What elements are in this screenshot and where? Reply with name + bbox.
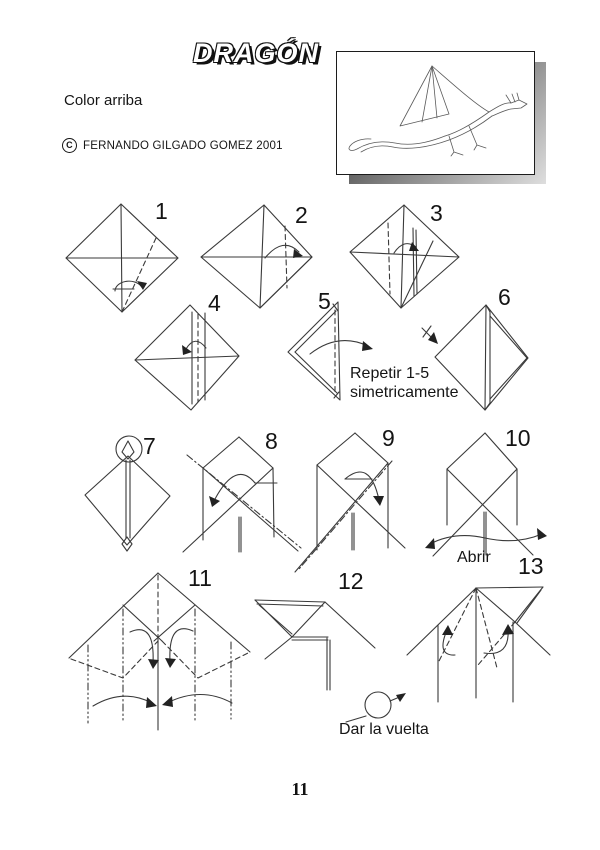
step-4-number: 4 xyxy=(208,290,221,316)
step-9 xyxy=(294,428,420,578)
step-1 xyxy=(55,196,200,321)
step-12-diagram xyxy=(254,599,376,691)
copyright-text: FERNANDO GILGADO GOMEZ 2001 xyxy=(83,139,283,152)
step-5-diagram xyxy=(287,301,373,401)
step-10-diagram xyxy=(425,432,547,557)
repeat-caption-line2: simetricamente xyxy=(350,384,459,401)
arrowhead xyxy=(428,332,438,344)
step-6-number: 6 xyxy=(498,284,511,310)
fold-arrow xyxy=(114,280,142,292)
open-caption: Abrir xyxy=(457,549,491,566)
preview-box xyxy=(336,51,535,175)
step-13 xyxy=(398,558,573,713)
fold-arrow xyxy=(185,340,207,350)
step-13-diagram xyxy=(406,586,551,703)
arrowhead xyxy=(209,496,220,507)
step-3 xyxy=(340,196,470,321)
step-13-number: 13 xyxy=(518,553,544,579)
step-11-number: 11 xyxy=(188,565,212,591)
step-7-diagram xyxy=(84,435,171,552)
step-7 xyxy=(75,430,195,555)
step-5-number: 5 xyxy=(318,288,331,314)
step-2 xyxy=(195,196,330,321)
arrowhead xyxy=(137,281,147,290)
arrowhead xyxy=(182,345,192,355)
arrowhead xyxy=(148,659,159,669)
step-11-diagram xyxy=(68,572,251,731)
arrowhead xyxy=(162,696,173,707)
step-4 xyxy=(125,292,255,422)
copyright-line: C FERNANDO GILGADO GOMEZ 2001 xyxy=(62,138,283,153)
step-2-diagram xyxy=(200,204,313,309)
copyright-icon: C xyxy=(62,138,77,153)
step-12-number: 12 xyxy=(338,568,364,594)
arrowhead xyxy=(442,625,453,635)
fold-arrow xyxy=(169,628,194,663)
color-note: Color arriba xyxy=(64,92,143,109)
fold-arrow xyxy=(214,473,256,500)
step-9-diagram xyxy=(294,432,406,573)
step-6-diagram xyxy=(421,304,529,411)
step-10 xyxy=(420,428,570,573)
dragon-preview-drawing xyxy=(348,65,528,157)
turn-over-caption: Dar la vuelta xyxy=(339,721,429,738)
arrowhead xyxy=(409,242,419,251)
step-8 xyxy=(178,432,308,567)
fold-arrow xyxy=(92,695,153,707)
page-title: DRAGÓN xyxy=(193,38,319,68)
open-arrow xyxy=(429,533,543,545)
step-10-number: 10 xyxy=(505,425,531,451)
step-8-diagram xyxy=(182,436,302,553)
step-6 xyxy=(420,290,545,420)
fold-arrow xyxy=(344,471,380,501)
fold-arrow xyxy=(166,694,233,704)
arrowhead xyxy=(293,249,303,258)
fold-arrow xyxy=(264,244,300,259)
step-2-number: 2 xyxy=(295,202,308,228)
step-1-number: 1 xyxy=(155,198,168,224)
repeat-caption: Repetir 1-5 simetricamente xyxy=(350,364,458,402)
zoom-circle xyxy=(115,435,143,463)
step-3-number: 3 xyxy=(430,200,443,226)
fold-tick xyxy=(422,325,432,338)
step-3-diagram xyxy=(349,204,460,309)
arrowhead xyxy=(502,624,514,635)
fold-arrow xyxy=(129,629,154,664)
turn-over-symbol xyxy=(340,686,425,731)
arrowhead xyxy=(537,528,547,540)
step-12 xyxy=(248,572,388,697)
step-8-number: 8 xyxy=(265,428,278,454)
arrowhead xyxy=(373,496,384,506)
step-7-number: 7 xyxy=(143,433,156,459)
repeat-caption-line1: Repetir 1-5 xyxy=(350,365,430,382)
step-1-diagram xyxy=(65,203,179,313)
step-11 xyxy=(58,565,268,740)
fold-arrow xyxy=(309,340,369,355)
step-4-diagram xyxy=(134,304,240,411)
arrowhead xyxy=(165,658,176,668)
turn-over-icon xyxy=(345,691,406,723)
page-number: 11 xyxy=(291,779,309,799)
arrowhead xyxy=(396,693,406,702)
arrowhead xyxy=(425,538,435,549)
arrowhead xyxy=(362,341,373,351)
arrowhead xyxy=(146,697,157,708)
step-9-number: 9 xyxy=(382,425,395,451)
step-5 xyxy=(278,294,393,409)
